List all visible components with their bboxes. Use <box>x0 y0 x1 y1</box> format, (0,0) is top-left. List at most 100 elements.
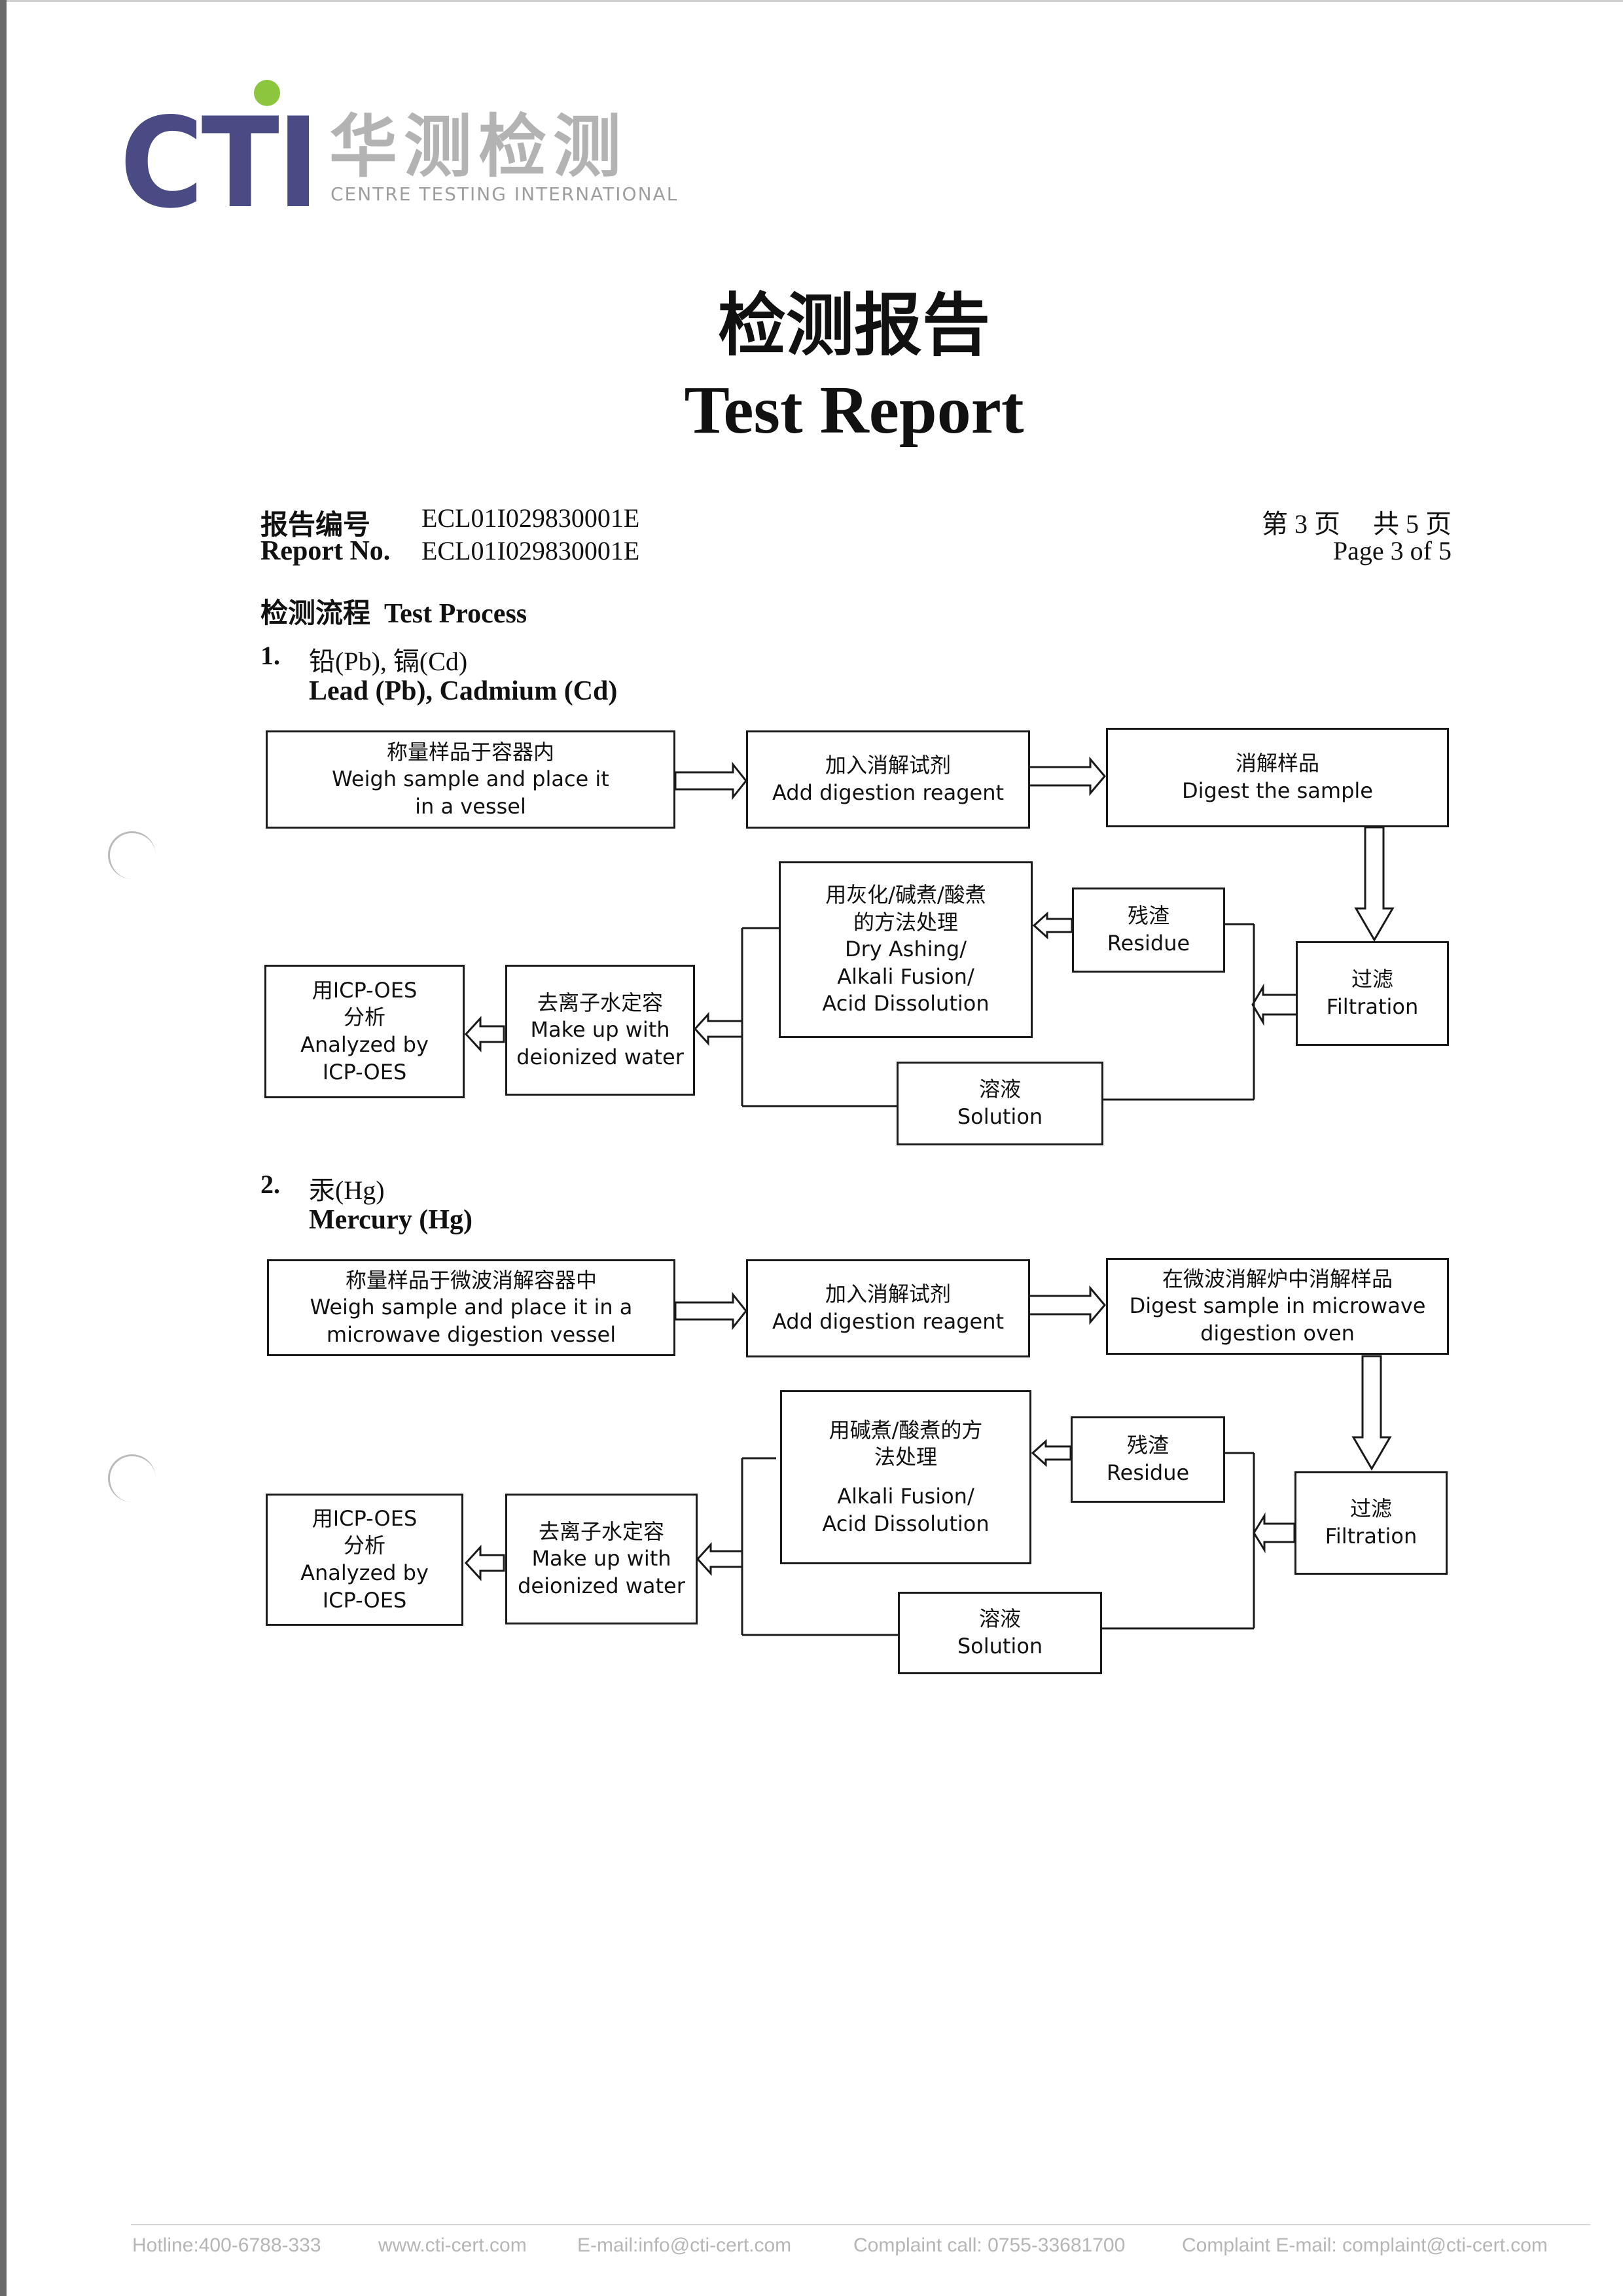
section2-filtration-cn: 过滤 <box>1349 1496 1392 1522</box>
section1-digest-en: Digest the sample <box>1182 778 1373 803</box>
section1-weigh-box: 称量样品于容器内 Weigh sample and place it in a … <box>266 730 675 829</box>
section2-analyze-en-2: ICP-OES <box>322 1587 407 1613</box>
section1-analyze-cn-2: 分析 <box>343 1005 385 1030</box>
section2-treat-en-1: Alkali Fusion/ <box>837 1484 974 1509</box>
section1-digest-cn: 消解样品 <box>1235 751 1319 776</box>
section2-add-en: Add digestion reagent <box>772 1309 1005 1334</box>
section2-analyze-cn-1: 用ICP-OES <box>312 1505 418 1531</box>
section1-makeup-en-1: Make up with <box>530 1017 670 1043</box>
section1-makeup-en-2: deionized water <box>516 1044 684 1069</box>
report-no-value-en: ECL01I029830001E <box>421 536 640 565</box>
footer-website: www.cti-cert.com <box>378 2234 527 2256</box>
section2-title-cn: 汞(Hg) <box>309 1175 385 1205</box>
section1-solution-box: 溶液 Solution <box>897 1062 1103 1145</box>
section1-makeup-box: 去离子水定容 Make up with deionized water <box>505 965 695 1096</box>
section2-residue-box: 残渣 Residue <box>1071 1416 1225 1503</box>
section2-analyze-box: 用ICP-OES 分析 Analyzed by ICP-OES <box>266 1494 463 1626</box>
section1-treatment-box: 用灰化/碱煮/酸煮 的方法处理 Dry Ashing/ Alkali Fusio… <box>779 861 1033 1038</box>
top-edge <box>7 0 1623 2</box>
section2-residue-en: Residue <box>1106 1460 1190 1485</box>
scan-edge <box>0 0 7 2296</box>
section1-filtration-en: Filtration <box>1326 994 1419 1019</box>
section2-treat-cn-1: 用碱煮/酸煮的方 <box>829 1417 983 1443</box>
logo-dot-icon <box>254 80 280 106</box>
section1-makeup-cn: 去离子水定容 <box>537 990 663 1015</box>
section2-makeup-cn: 去离子水定容 <box>538 1518 664 1544</box>
title-en: Test Report <box>684 372 1024 448</box>
section1-residue-cn: 残渣 <box>1127 903 1169 929</box>
footer-email: E-mail:info@cti-cert.com <box>577 2234 792 2256</box>
section1-add-cn: 加入消解试剂 <box>825 753 951 778</box>
section1-treat-en-1: Dry Ashing/ <box>844 937 967 962</box>
section1-title-cn: 铅(Pb), 镉(Cd) <box>309 647 468 676</box>
section1-filtration-cn: 过滤 <box>1351 967 1393 992</box>
page-indicator-en: Page 3 of 5 <box>1332 536 1452 565</box>
section1-solution-cn: 溶液 <box>978 1077 1021 1102</box>
section1-analyze-box: 用ICP-OES 分析 Analyzed by ICP-OES <box>264 965 465 1098</box>
section2-solution-en: Solution <box>957 1634 1043 1659</box>
section1-title-en: Lead (Pb), Cadmium (Cd) <box>309 676 618 706</box>
section1-analyze-en-1: Analyzed by <box>300 1032 429 1057</box>
logo-brand: CTI <box>120 91 319 236</box>
section2-solution-cn: 溶液 <box>978 1606 1021 1632</box>
report-no-value-cn: ECL01I029830001E <box>421 503 640 533</box>
section2-analyze-cn-2: 分析 <box>343 1533 385 1558</box>
section2-treat-en-2: Acid Dissolution <box>822 1511 990 1536</box>
section2-weigh-en-1: Weigh sample and place it in a <box>310 1295 633 1320</box>
section2-analyze-en-1: Analyzed by <box>300 1560 429 1585</box>
section1-treat-cn-1: 用灰化/碱煮/酸煮 <box>825 882 986 908</box>
section1-add-en: Add digestion reagent <box>772 780 1005 805</box>
logo-english: CENTRE TESTING INTERNATIONAL <box>330 183 679 205</box>
section1-treat-en-3: Acid Dissolution <box>822 991 990 1016</box>
section2-filtration-box: 过滤 Filtration <box>1294 1471 1448 1575</box>
section1-analyze-cn-1: 用ICP-OES <box>312 977 418 1003</box>
section1-solution-en: Solution <box>957 1104 1043 1129</box>
section1-weigh-en-2: in a vessel <box>415 793 526 819</box>
title-cn: 检测报告 <box>717 285 990 365</box>
section2-number: 2. <box>260 1170 280 1199</box>
section1-analyze-en-2: ICP-OES <box>322 1059 407 1085</box>
report-no-label-cn: 报告编号 <box>260 511 371 541</box>
section1-residue-box: 残渣 Residue <box>1072 888 1225 973</box>
section1-number: 1. <box>260 641 280 670</box>
company-logo: CTI 华测检测 CENTRE TESTING INTERNATIONAL <box>120 72 677 226</box>
test-process-heading: 检测流程 Test Process <box>260 599 527 629</box>
section2-makeup-en-1: Make up with <box>531 1546 671 1571</box>
section2-treatment-box: 用碱煮/酸煮的方 法处理 Alkali Fusion/ Acid Dissolu… <box>780 1390 1031 1564</box>
logo-chinese: 华测检测 <box>329 107 628 187</box>
page-indicator-cn: 第 3 页 共 5 页 <box>1262 509 1452 539</box>
punch-hole-mark <box>108 1454 156 1502</box>
section2-solution-box: 溶液 Solution <box>898 1592 1102 1674</box>
section1-add-reagent-box: 加入消解试剂 Add digestion reagent <box>746 730 1030 829</box>
footer-hotline: Hotline:400-6788-333 <box>132 2234 321 2256</box>
section2-treat-cn-2: 法处理 <box>874 1444 937 1470</box>
section1-filtration-box: 过滤 Filtration <box>1296 941 1449 1046</box>
footer-complaint-call: Complaint call: 0755-33681700 <box>853 2234 1126 2256</box>
section1-weigh-en-1: Weigh sample and place it <box>332 766 609 792</box>
section1-weigh-cn: 称量样品于容器内 <box>386 739 554 764</box>
section2-digest-en-2: digestion oven <box>1200 1320 1355 1346</box>
section2-title-en: Mercury (Hg) <box>309 1205 473 1235</box>
report-no-label-en: Report No. <box>260 536 391 566</box>
section2-weigh-cn: 称量样品于微波消解容器中 <box>345 1267 597 1293</box>
section2-flow-connectors <box>464 1285 1392 1636</box>
section2-digest-box: 在微波消解炉中消解样品 Digest sample in microwave d… <box>1106 1258 1449 1355</box>
section2-residue-cn: 残渣 <box>1126 1433 1169 1458</box>
section2-makeup-en-2: deionized water <box>518 1573 685 1598</box>
footer-complaint-email: Complaint E-mail: complaint@cti-cert.com <box>1182 2234 1548 2256</box>
section2-filtration-en: Filtration <box>1325 1524 1418 1549</box>
section1-flow-connectors <box>464 756 1395 1107</box>
section2-add-reagent-box: 加入消解试剂 Add digestion reagent <box>746 1259 1030 1357</box>
footer-divider <box>131 2224 1590 2225</box>
punch-hole-mark <box>108 831 156 879</box>
section2-weigh-en-2: microwave digestion vessel <box>326 1321 616 1347</box>
section2-makeup-box: 去离子水定容 Make up with deionized water <box>505 1494 698 1624</box>
section1-residue-en: Residue <box>1107 931 1190 956</box>
section2-weigh-box: 称量样品于微波消解容器中 Weigh sample and place it i… <box>267 1259 675 1356</box>
section2-digest-cn: 在微波消解炉中消解样品 <box>1162 1266 1393 1291</box>
section2-digest-en-1: Digest sample in microwave <box>1129 1293 1426 1319</box>
section1-digest-box: 消解样品 Digest the sample <box>1106 728 1449 827</box>
section1-treat-en-2: Alkali Fusion/ <box>837 963 974 989</box>
section2-add-cn: 加入消解试剂 <box>825 1282 951 1307</box>
